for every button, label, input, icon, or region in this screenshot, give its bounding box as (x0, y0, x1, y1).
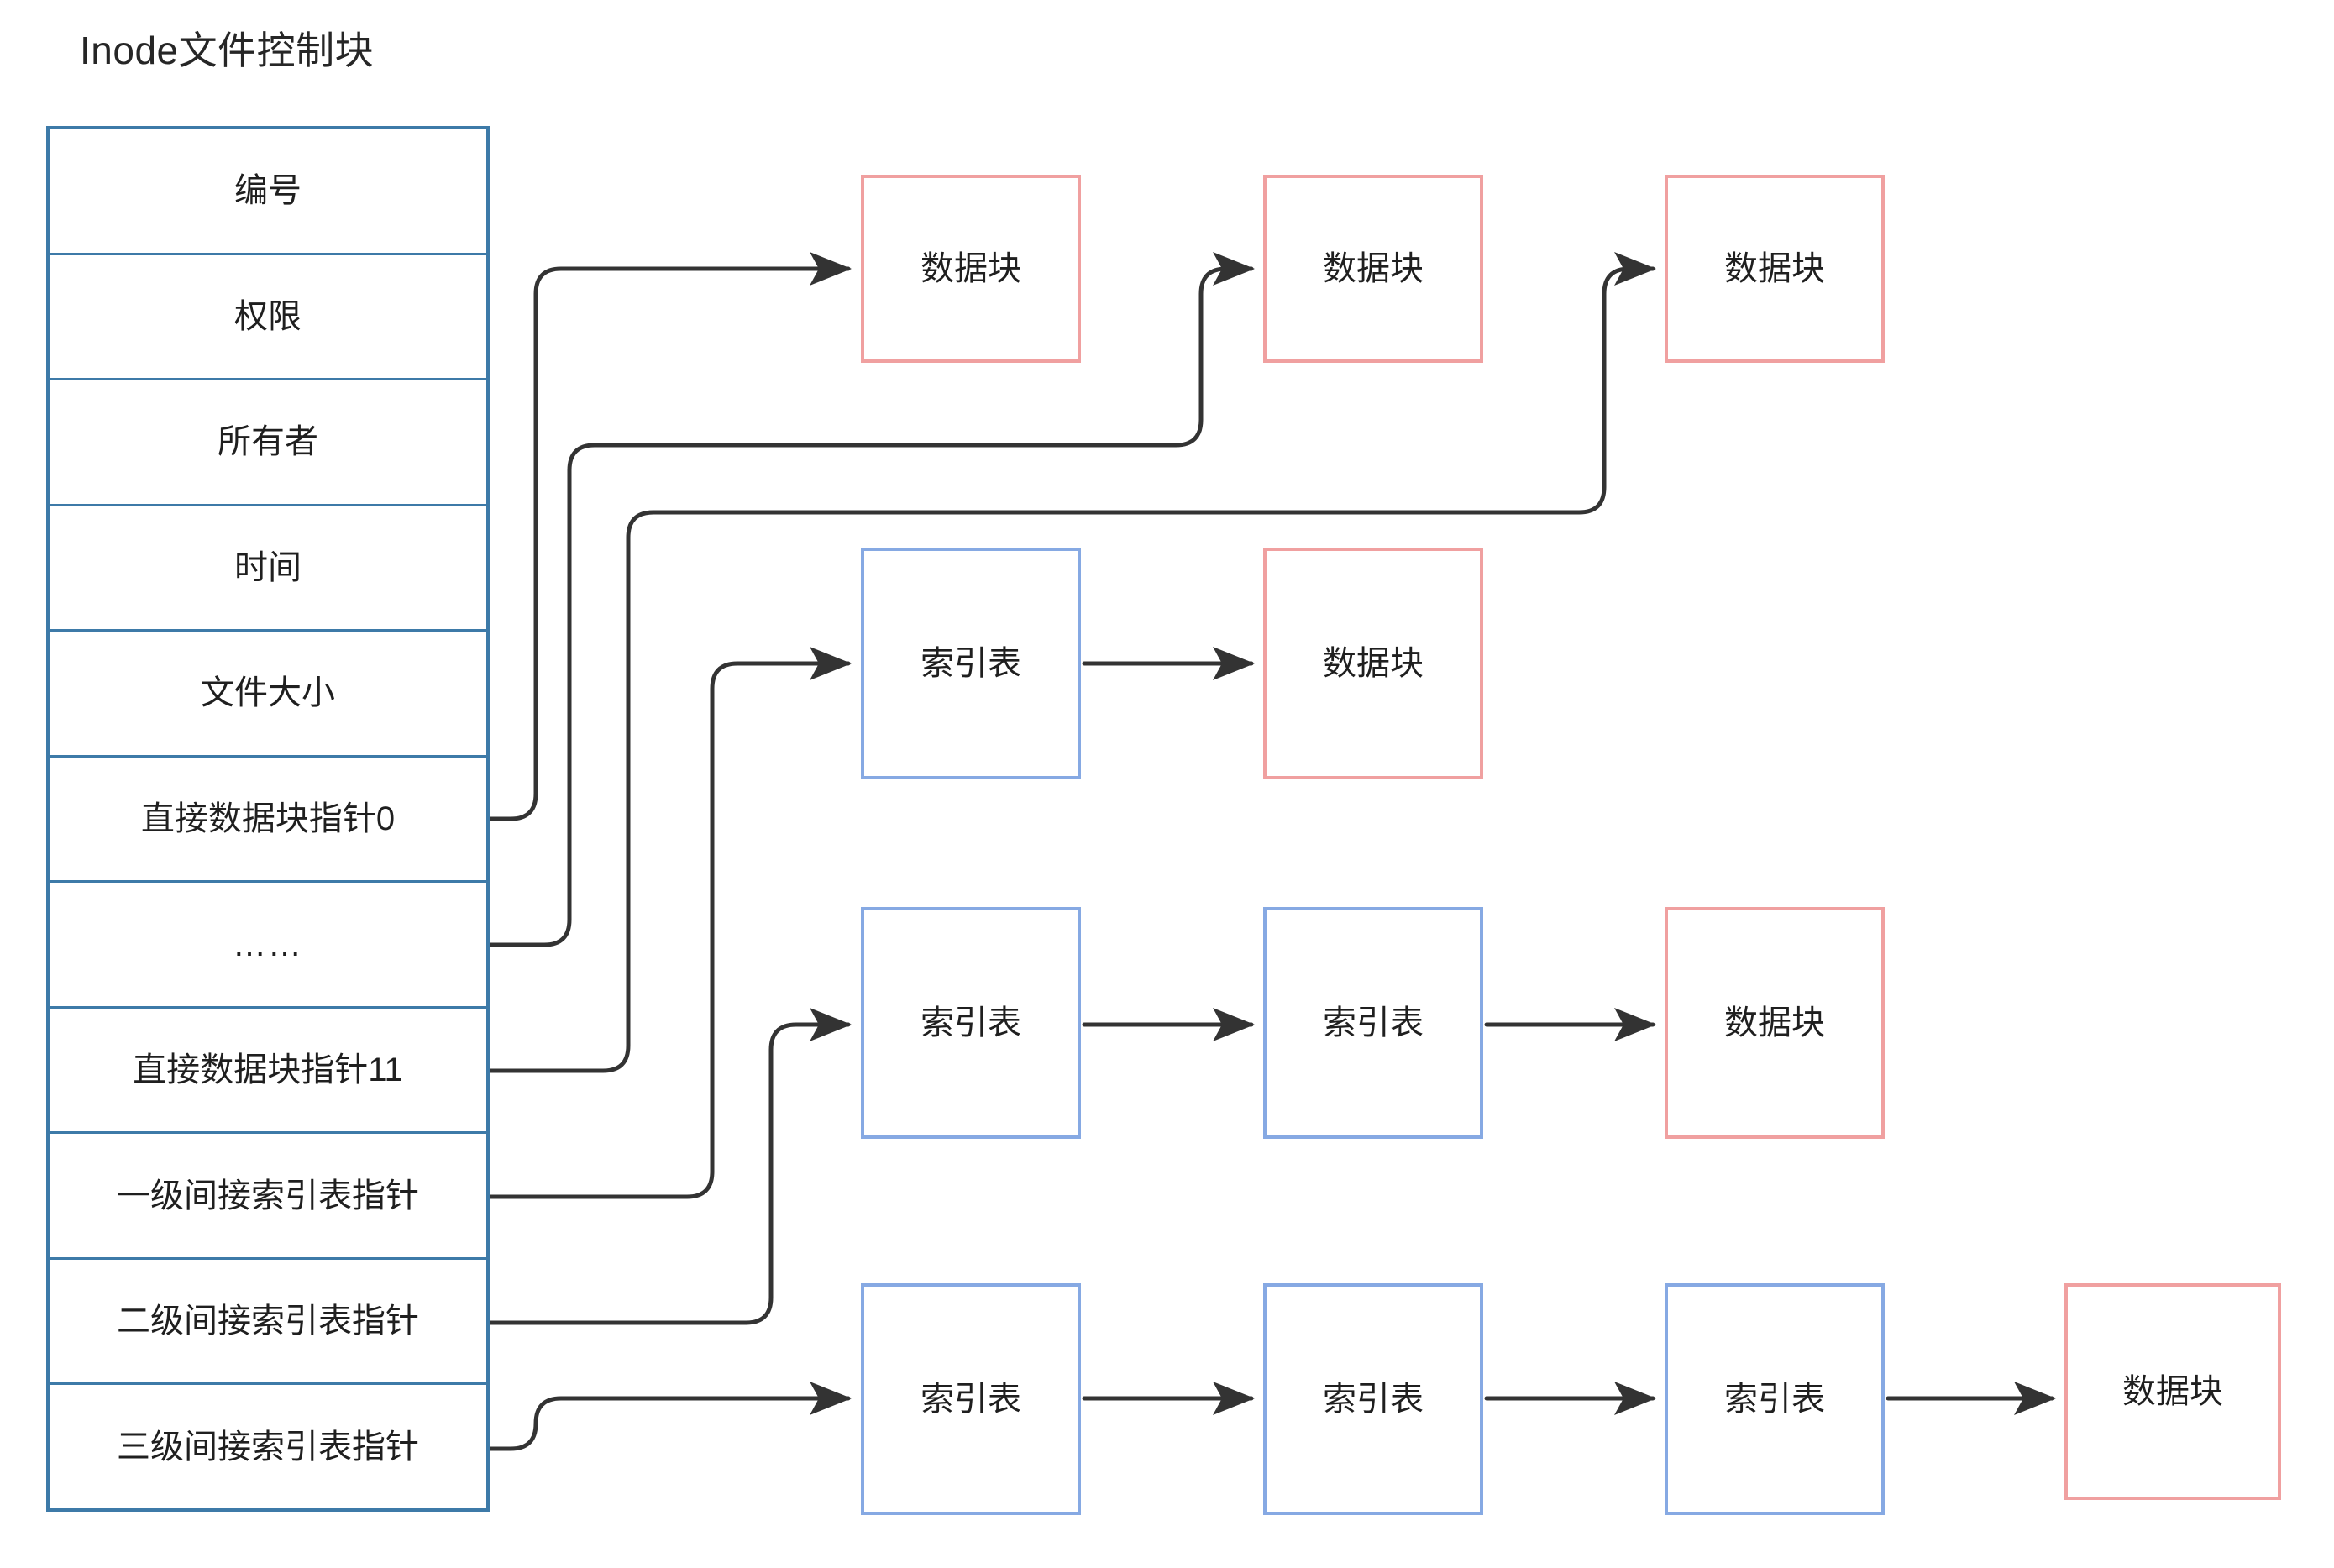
inode-table: 编号 权限 所有者 时间 文件大小 直接数据块指针0 …… 直接数据块指针11 … (46, 126, 490, 1512)
node-index-table-l2-b[interactable]: 索引表 (1263, 907, 1483, 1139)
node-label: 数据块 (1724, 250, 1825, 287)
node-label: 索引表 (920, 1381, 1021, 1418)
inode-row-label: …… (233, 926, 303, 963)
inode-row-label: 二级间接索引表指针 (117, 1303, 419, 1340)
inode-row-label: 直接数据块指针11 (133, 1051, 403, 1089)
node-label: 索引表 (1323, 1004, 1424, 1041)
inode-row-label: 文件大小 (201, 674, 335, 712)
inode-row-triple-indirect-pointer[interactable]: 三级间接索引表指针 (50, 1385, 486, 1509)
inode-row-double-indirect-pointer[interactable]: 二级间接索引表指针 (50, 1259, 486, 1386)
inode-row-label: 一级间接索引表指针 (117, 1177, 419, 1214)
node-index-table-l3-b[interactable]: 索引表 (1263, 1283, 1483, 1515)
node-data-block-l3[interactable]: 数据块 (2064, 1283, 2281, 1500)
inode-row-label: 所有者 (218, 423, 318, 461)
node-data-block-direct-mid[interactable]: 数据块 (1263, 175, 1483, 363)
node-label: 数据块 (2122, 1373, 2223, 1410)
node-label: 数据块 (1724, 1004, 1825, 1041)
inode-row-direct-pointer-0[interactable]: 直接数据块指针0 (50, 757, 486, 884)
inode-row-ellipsis[interactable]: …… (50, 883, 486, 1009)
inode-row-permissions[interactable]: 权限 (50, 254, 486, 381)
node-label: 数据块 (1323, 250, 1424, 287)
node-label: 数据块 (1323, 645, 1424, 682)
inode-row-filesize[interactable]: 文件大小 (50, 632, 486, 758)
inode-row-direct-pointer-11[interactable]: 直接数据块指针11 (50, 1008, 486, 1135)
node-label: 索引表 (920, 645, 1021, 682)
wire-double-indirect-to-indextable (487, 1008, 852, 1325)
node-data-block-direct-0[interactable]: 数据块 (861, 175, 1081, 363)
inode-row-label: 三级间接索引表指针 (117, 1428, 419, 1466)
node-index-table-l3-c[interactable]: 索引表 (1665, 1283, 1885, 1515)
page-title: Inode文件控制块 (80, 29, 375, 72)
node-label: 索引表 (1323, 1381, 1424, 1418)
node-index-table-l3-a[interactable]: 索引表 (861, 1283, 1081, 1515)
inode-row-label: 权限 (234, 297, 302, 335)
node-data-block-direct-11[interactable]: 数据块 (1665, 175, 1885, 363)
node-label: 数据块 (920, 250, 1021, 287)
wire-triple-indirect-to-indextable (487, 1382, 852, 1451)
inode-row-time[interactable]: 时间 (50, 506, 486, 632)
inode-row-label: 时间 (234, 548, 302, 586)
node-index-table-l1[interactable]: 索引表 (861, 548, 1081, 779)
inode-row-id[interactable]: 编号 (50, 129, 486, 255)
node-label: 索引表 (1724, 1381, 1825, 1418)
inode-row-label: 编号 (234, 172, 302, 210)
inode-row-label: 直接数据块指针0 (140, 800, 396, 837)
node-label: 索引表 (920, 1004, 1021, 1041)
inode-row-owner[interactable]: 所有者 (50, 380, 486, 506)
inode-row-single-indirect-pointer[interactable]: 一级间接索引表指针 (50, 1134, 486, 1260)
wire-single-indirect-to-indextable (487, 647, 852, 1199)
wire-direct0-to-datablock1 (487, 252, 852, 821)
node-index-table-l2-a[interactable]: 索引表 (861, 907, 1081, 1139)
node-data-block-l1[interactable]: 数据块 (1263, 548, 1483, 779)
node-data-block-l2[interactable]: 数据块 (1665, 907, 1885, 1139)
